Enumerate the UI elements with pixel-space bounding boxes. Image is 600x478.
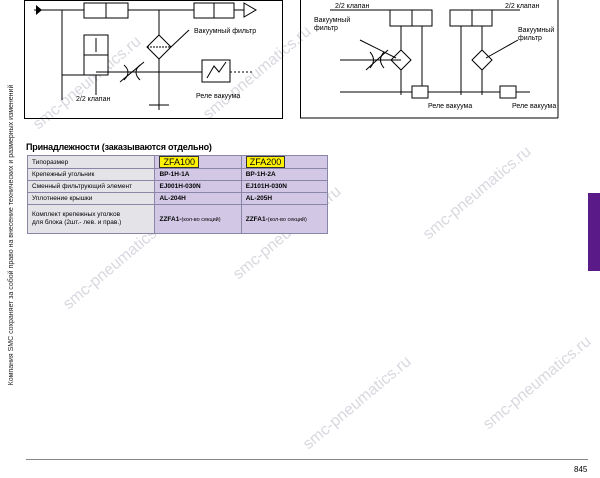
- accessories-table: Типоразмер ZFA100 ZFA200 Крепежный уголь…: [26, 155, 329, 234]
- valve-label-2: 2/2 клапан: [505, 3, 539, 10]
- table-row: Уплотнение крышки AL-204H AL-205H: [26, 192, 329, 205]
- valve-label-1: 2/2 клапан: [335, 3, 369, 10]
- cell-note: (кол-во секций): [181, 216, 221, 223]
- relay-symbol: [499, 85, 517, 99]
- page-number: 845: [574, 465, 588, 474]
- cell-note: (кол-во секций): [267, 216, 307, 223]
- relay-symbol: [411, 85, 429, 99]
- accessories-title: Принадлежности (заказываются отдельно): [26, 142, 212, 152]
- row-label: Типоразмер: [26, 155, 156, 169]
- valve-symbol: [449, 9, 473, 27]
- cell-value: EJ001H-030N: [154, 180, 242, 193]
- row-label: Крепежный угольник: [26, 168, 156, 181]
- diagram-frame: [24, 0, 283, 119]
- relay-label-2: Реле вакуума: [512, 103, 556, 110]
- cell-value: BP-1H-1A: [154, 168, 242, 181]
- side-disclaimer: Компания SMC сохраняет за собой право на…: [8, 84, 15, 386]
- watermark: smc-pneumatics.ru: [480, 333, 595, 434]
- watermark: smc-pneumatics.ru: [420, 143, 535, 244]
- cell-value: ZZFA1-: [159, 215, 182, 223]
- cell-value: EJ101H-030N: [240, 180, 329, 193]
- diagram-left: 2/2 клапан Вакуумный фильтр Реле вакуума: [24, 0, 283, 119]
- watermark: smc-pneumatics.ru: [300, 353, 415, 454]
- arrow-icon: [36, 5, 42, 15]
- table-row: Комплект крепежных уголков для блока (2ш…: [26, 204, 329, 234]
- filter-label: Вакуумный фильтр: [194, 27, 256, 35]
- valve-symbol: [389, 9, 413, 27]
- footer-divider: [26, 459, 588, 460]
- relay-label-1: Реле вакуума: [428, 103, 472, 110]
- table-row: Крепежный угольник BP-1H-1A BP-1H-2A: [26, 168, 329, 181]
- table-row: Сменный фильтрующий элемент EJ001H-030N …: [26, 180, 329, 193]
- filter-symbol: [471, 49, 493, 71]
- cell-value: ZZFA1-: [245, 215, 268, 223]
- row-label: Комплект крепежных уголков для блока (2ш…: [26, 204, 156, 234]
- cell-value: BP-1H-2A: [240, 168, 329, 181]
- relay-symbol: [201, 59, 231, 83]
- model-zfa200: ZFA200: [245, 156, 286, 168]
- valve-symbol: [83, 2, 107, 19]
- section-tab: [588, 193, 600, 271]
- relay-label: Реле вакуума: [196, 93, 240, 100]
- table-row: Типоразмер ZFA100 ZFA200: [26, 155, 329, 169]
- cell-value: AL-204H: [154, 192, 242, 205]
- valve-label: 2/2 клапан: [76, 96, 110, 103]
- row-label: Сменный фильтрующий элемент: [26, 180, 156, 193]
- cell-value: AL-205H: [240, 192, 329, 205]
- model-zfa100: ZFA100: [159, 156, 200, 168]
- row-label: Уплотнение крышки: [26, 192, 156, 205]
